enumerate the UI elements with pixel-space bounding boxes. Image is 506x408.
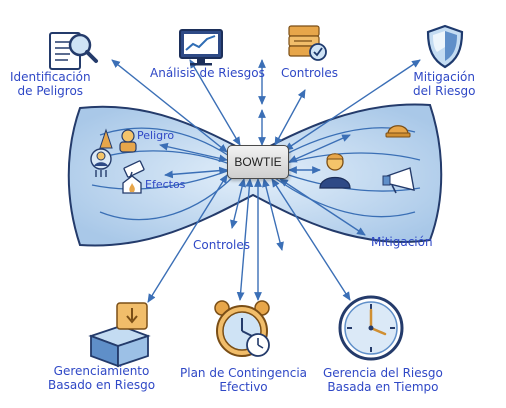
inner-label-efectos: Efectos (145, 178, 186, 191)
worker-icon (90, 148, 112, 177)
checklist-folder-icon (288, 25, 327, 61)
box-alert-icon (88, 302, 151, 368)
document-magnifier-icon (49, 32, 98, 70)
worker-avatar-icon (319, 153, 351, 189)
hard-hat-icon (385, 125, 411, 138)
inner-label-mitigacion: Mitigación (371, 235, 433, 249)
inner-label-controles: Controles (193, 238, 251, 252)
bowtie-center-box: BOWTIE (227, 145, 289, 179)
monitor-chart-icon (179, 29, 223, 66)
cone-icon (99, 128, 113, 149)
node-label-controles: Controles (281, 66, 339, 80)
alarm-clock-icon (214, 300, 270, 357)
megaphone-icon (382, 167, 415, 194)
house-fire-icon (122, 175, 142, 194)
inner-label-peligro: Peligro (137, 129, 175, 142)
peligro-person-icon (119, 129, 137, 153)
clock-icon (338, 295, 404, 361)
connector-arrows (111, 59, 421, 303)
shield-icon (426, 24, 464, 69)
node-label-analisis: Análisis de Riesgos (150, 66, 265, 80)
